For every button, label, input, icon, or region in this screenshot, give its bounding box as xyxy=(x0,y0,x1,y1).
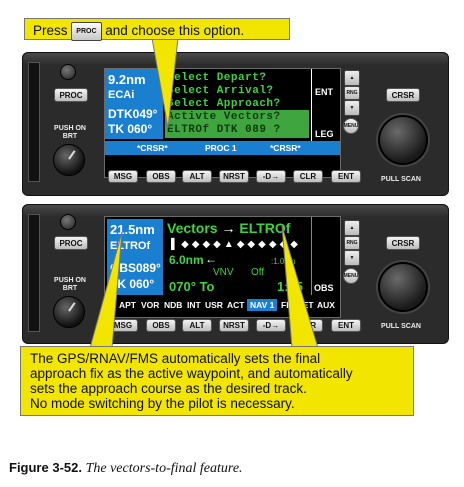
power-knob-bottom[interactable] xyxy=(60,214,76,230)
route-arrow-icon: → xyxy=(221,220,236,236)
vnv-label: VNV xyxy=(213,267,234,278)
tab-int[interactable]: INT xyxy=(187,300,201,310)
bottom-callout-line-1: The GPS/RNAV/FMS automatically sets the … xyxy=(30,351,321,366)
nrst-button-top[interactable]: NRST xyxy=(219,170,249,183)
card-slot-top xyxy=(28,62,40,182)
bottom-bar-top: *CRSR* PROC 1 *CRSR* xyxy=(105,141,340,155)
cdi-distance: 6.0nm xyxy=(169,253,204,267)
direct-to-button-bottom[interactable]: -D→ xyxy=(256,319,286,332)
nrst-button-bottom[interactable]: NRST xyxy=(219,319,249,332)
proc-button-top[interactable]: PROC xyxy=(54,88,88,102)
figure-label: Figure 3-52. xyxy=(9,460,82,475)
range-button-bottom[interactable]: RNG xyxy=(344,236,360,250)
range-down-button-top[interactable]: ▼ xyxy=(344,100,360,116)
ent-button-bottom[interactable]: ENT xyxy=(331,319,361,332)
cdi-bar: ▌◆◆◆◆▲◆◆◆◆◆◆ xyxy=(171,239,301,250)
menu-item-approach[interactable]: Select Approach? xyxy=(167,98,281,110)
dtk-readout: DTK049° xyxy=(108,107,158,121)
crsr-button-bottom[interactable]: CRSR xyxy=(386,236,420,250)
menu-item-arrival[interactable]: Select Arrival? xyxy=(167,85,274,97)
range-down-button-bottom[interactable]: ▼ xyxy=(344,250,360,266)
vnv-state: Off xyxy=(251,267,265,278)
tab-aux[interactable]: AUX xyxy=(317,300,335,310)
ent-button-top[interactable]: ENT xyxy=(331,170,361,183)
back-arrow-icon: ← xyxy=(205,252,217,266)
top-callout-prefix: Press xyxy=(33,23,68,39)
bottom-callout: The GPS/RNAV/FMS automatically sets the … xyxy=(20,346,414,416)
ecai-label: ECAi xyxy=(108,89,135,101)
tab-vor[interactable]: VOR xyxy=(141,300,160,310)
power-knob-top[interactable] xyxy=(60,64,76,80)
tab-nav1[interactable]: NAV 1 xyxy=(247,299,278,311)
pull-scan-label-bottom: PULL SCAN xyxy=(381,323,421,330)
menu-item-depart[interactable]: Select Depart? xyxy=(167,72,267,84)
figure-text: The vectors-to-final feature. xyxy=(85,461,243,476)
bottom-callout-pointer-right xyxy=(281,225,319,349)
screen-divider xyxy=(311,69,312,141)
range-up-button-bottom[interactable]: ▲ xyxy=(344,220,360,236)
top-callout-pointer xyxy=(151,37,179,129)
ent-tag: ENT xyxy=(315,87,333,97)
range-button-top[interactable]: RNG xyxy=(344,86,360,100)
bottom-callout-line-2: approach fix as the active waypoint, and… xyxy=(30,366,353,381)
leg-tag: LEG xyxy=(315,129,334,139)
screen-divider-2 xyxy=(311,217,312,295)
bottom-callout-line-4: No mode switching by the pilot is necess… xyxy=(30,396,295,411)
tab-ndb[interactable]: NDB xyxy=(164,300,183,310)
crsr-button-top[interactable]: CRSR xyxy=(386,88,420,102)
obs-button-bottom[interactable]: OBS xyxy=(146,319,176,332)
proc-page: PROC 1 xyxy=(205,143,237,153)
proc-key-inline: PROC xyxy=(71,22,102,41)
screen-top: 9.2nm ECAi DTK049° TK 060° Select Depart… xyxy=(104,68,341,178)
info-panel-top: 9.2nm ECAi DTK049° TK 060° xyxy=(105,69,163,139)
proc-button-bottom[interactable]: PROC xyxy=(54,236,88,250)
card-slot-bottom xyxy=(28,214,40,332)
route-to: ELTROf xyxy=(239,220,291,236)
tab-act[interactable]: ACT xyxy=(227,300,245,310)
figure-caption: Figure 3-52. The vectors-to-final featur… xyxy=(9,460,243,477)
route-from: Vectors xyxy=(167,220,218,236)
obs-button-top[interactable]: OBS xyxy=(146,170,176,183)
route-line: Vectors → ELTROf xyxy=(167,220,290,236)
bottom-callout-line-3: sets the approach course as the desired … xyxy=(30,381,307,396)
direct-to-button-top[interactable]: -D→ xyxy=(256,170,286,183)
menu-selected-highlight xyxy=(165,110,309,138)
top-callout-suffix: and choose this option. xyxy=(105,23,245,39)
obs-tag: OBS xyxy=(314,283,334,293)
crsr-right: *CRSR* xyxy=(270,143,301,153)
top-callout: Press PROC and choose this option. xyxy=(24,18,290,41)
menu-button-bottom[interactable]: MENU xyxy=(343,268,359,284)
scan-knob-bottom[interactable] xyxy=(378,262,428,312)
range-up-button-top[interactable]: ▲ xyxy=(344,70,360,86)
menu-item-vectors[interactable]: Activte Vectors? xyxy=(167,111,281,123)
menu-item-eltrof[interactable]: ELTROf DTK 089 ? xyxy=(167,124,281,136)
bottom-callout-pointer-left xyxy=(89,231,123,349)
obs-readout: OBS089° xyxy=(110,261,161,275)
scan-knob-top[interactable] xyxy=(378,115,428,165)
tab-usr[interactable]: USR xyxy=(205,300,223,310)
brt-knob-bottom[interactable] xyxy=(53,296,85,328)
clr-button-top[interactable]: CLR xyxy=(293,170,323,183)
tk-readout: TK 060° xyxy=(108,122,153,136)
pull-scan-label-top: PULL SCAN xyxy=(381,176,421,183)
tab-apt[interactable]: APT xyxy=(119,300,136,310)
alt-button-bottom[interactable]: ALT xyxy=(182,319,212,332)
alt-button-top[interactable]: ALT xyxy=(182,170,212,183)
course-readout: 070° To xyxy=(169,279,215,294)
crsr-left: *CRSR* xyxy=(137,143,168,153)
msg-button-top[interactable]: MSG xyxy=(108,170,138,183)
distance-readout: 9.2nm xyxy=(108,72,146,87)
brt-knob-top[interactable] xyxy=(53,144,85,176)
tk-readout-2: TK 060° xyxy=(110,277,155,291)
menu-button-top[interactable]: MENU xyxy=(343,118,359,134)
cdi-scale: :1.0nm xyxy=(271,257,296,266)
